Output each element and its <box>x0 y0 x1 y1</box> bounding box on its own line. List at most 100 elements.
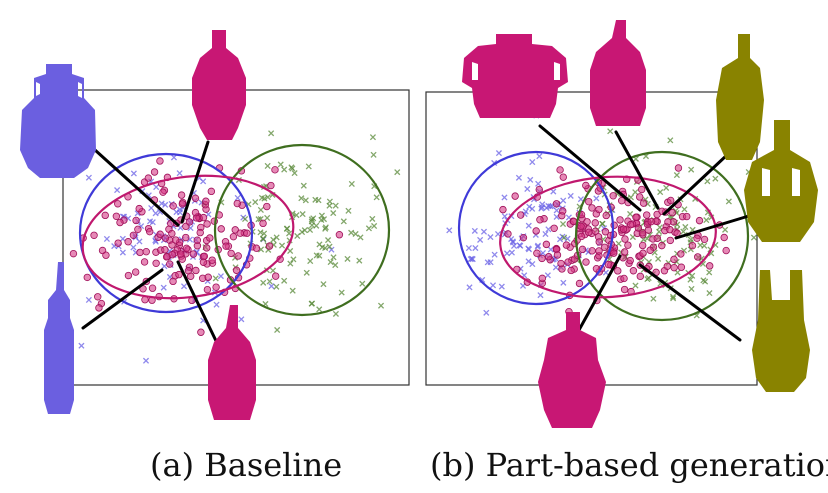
x-marker <box>508 249 515 256</box>
x-marker <box>332 310 339 317</box>
x-marker <box>212 275 219 282</box>
x-marker <box>322 225 329 232</box>
circle-marker <box>177 191 186 199</box>
x-marker <box>259 235 267 242</box>
x-marker <box>266 278 273 285</box>
x-marker <box>599 220 606 227</box>
circle-marker <box>601 228 610 236</box>
circle-marker <box>559 207 567 215</box>
circle-marker <box>189 250 198 258</box>
circle-marker <box>588 247 596 255</box>
circle-marker <box>562 241 571 249</box>
circle-marker <box>114 200 122 208</box>
x-marker <box>260 279 267 286</box>
x-marker <box>257 229 264 236</box>
circle-marker <box>197 328 205 336</box>
ellipse-blue-a <box>78 152 254 314</box>
x-marker <box>550 188 557 195</box>
circle-marker <box>604 260 613 269</box>
circle-marker <box>232 266 241 274</box>
circle-marker <box>196 228 204 237</box>
circle-marker <box>677 263 686 271</box>
x-marker <box>290 256 297 263</box>
circle-marker <box>693 234 701 243</box>
circle-marker <box>629 267 638 275</box>
circle-marker <box>152 259 160 267</box>
circle-marker <box>519 233 528 242</box>
x-marker <box>725 198 732 205</box>
x-marker <box>320 216 328 223</box>
connector-line <box>176 260 220 347</box>
x-marker <box>501 213 508 220</box>
x-marker <box>257 206 264 214</box>
vase-icon <box>20 64 96 178</box>
circle-marker <box>207 187 216 196</box>
x-marker <box>291 170 298 177</box>
x-marker <box>152 210 159 217</box>
x-marker <box>489 282 497 289</box>
circle-marker <box>532 227 540 235</box>
circle-marker <box>116 218 124 227</box>
connectors-a <box>81 140 220 347</box>
x-marker <box>539 249 546 257</box>
circle-marker <box>182 233 190 242</box>
x-marker <box>312 196 319 203</box>
ellipse-green-b <box>574 150 750 322</box>
circle-marker <box>112 212 121 220</box>
x-marker <box>328 246 335 253</box>
x-marker <box>544 272 551 279</box>
circle-marker <box>567 266 575 275</box>
circle-marker <box>499 205 507 214</box>
circle-marker <box>140 258 149 266</box>
circle-marker <box>610 249 618 257</box>
x-marker <box>498 283 505 290</box>
x-marker <box>663 184 670 191</box>
x-marker <box>180 283 188 290</box>
x-marker <box>704 178 711 185</box>
x-marker <box>525 258 532 265</box>
x-marker <box>560 197 567 204</box>
x-marker <box>332 262 339 269</box>
x-marker <box>153 183 160 191</box>
circle-marker <box>234 252 242 260</box>
x-marker <box>503 250 511 257</box>
circle-marker <box>69 249 78 258</box>
x-marker <box>146 218 154 225</box>
circle-marker <box>553 251 562 259</box>
circle-marker <box>182 244 191 253</box>
circle-marker <box>95 304 103 312</box>
circle-marker <box>161 234 170 242</box>
circle-marker <box>217 225 225 233</box>
connector-line <box>180 140 210 224</box>
circle-marker <box>620 248 629 256</box>
circle-marker <box>666 196 675 205</box>
x-marker <box>340 218 347 225</box>
x-marker <box>644 276 651 283</box>
x-marker <box>305 163 312 170</box>
circle-marker <box>203 244 211 252</box>
circle-marker <box>265 242 274 250</box>
x-marker <box>535 180 542 187</box>
x-marker <box>524 185 531 193</box>
circle-marker <box>175 270 183 279</box>
circle-marker <box>203 285 212 294</box>
x-marker <box>510 239 517 246</box>
scatter-points-a <box>69 130 401 364</box>
x-marker <box>348 229 355 236</box>
x-marker <box>274 326 281 334</box>
circle-marker <box>202 197 210 205</box>
x-marker <box>527 176 534 183</box>
circle-marker <box>695 216 704 225</box>
circle-marker <box>236 229 244 237</box>
x-marker <box>577 196 584 203</box>
circle-marker <box>619 225 628 233</box>
x-marker <box>538 203 545 211</box>
circle-marker <box>643 211 651 219</box>
x-marker <box>344 255 351 262</box>
x-marker <box>289 287 296 294</box>
x-marker <box>547 246 554 253</box>
circle-marker <box>271 272 280 280</box>
x-marker <box>316 241 323 248</box>
circle-marker <box>136 248 144 257</box>
x-marker <box>234 194 241 201</box>
